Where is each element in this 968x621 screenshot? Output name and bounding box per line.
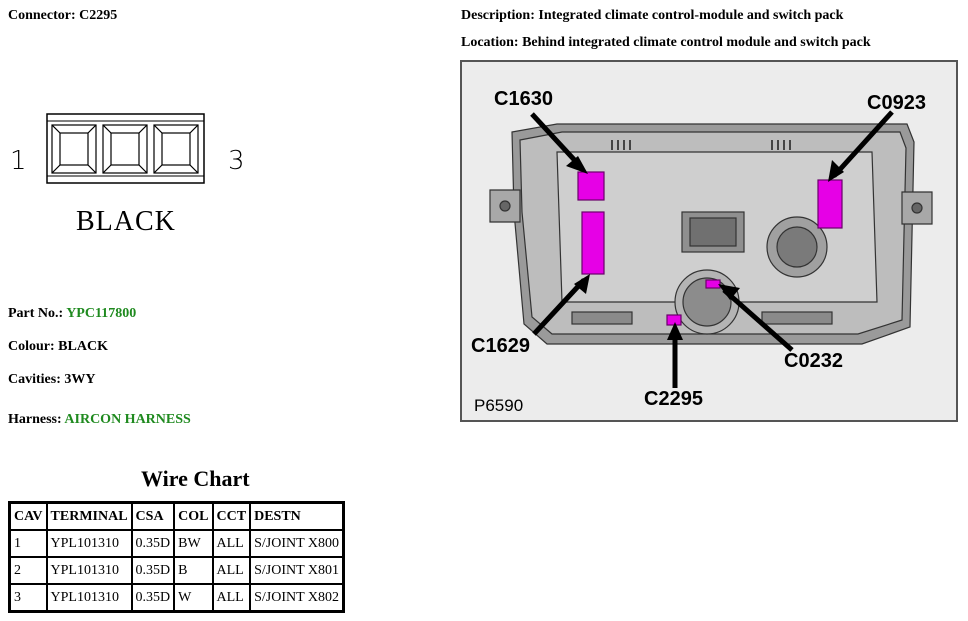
- colour-value: BLACK: [58, 339, 108, 354]
- cell-cct: ALL: [211, 529, 252, 558]
- callout-c0232: C0232: [784, 350, 843, 372]
- header-cct: CCT: [211, 501, 252, 531]
- cavities-label: Cavities:: [8, 372, 61, 387]
- harness-label: Harness:: [8, 412, 62, 427]
- cell-terminal: YPL101310: [45, 583, 133, 613]
- cell-cct: ALL: [211, 556, 252, 585]
- cell-terminal: YPL101310: [45, 556, 133, 585]
- header-csa: CSA: [130, 501, 176, 531]
- cell-col: B: [173, 556, 214, 585]
- cell-col: W: [173, 583, 214, 613]
- figure-id: P6590: [474, 396, 524, 415]
- pin-number-left: 1: [10, 146, 27, 176]
- connector-line: Connector: C2295: [8, 8, 117, 24]
- header-destn: DESTN: [249, 501, 345, 531]
- description-value: Integrated climate control-module and sw…: [538, 8, 844, 23]
- colour-line: Colour: BLACK: [8, 339, 108, 355]
- table-row: 2 YPL101310 0.35D B ALL S/JOINT X801: [8, 556, 345, 585]
- description-line: Description: Integrated climate control-…: [461, 8, 843, 24]
- header-terminal: TERMINAL: [45, 501, 133, 531]
- cell-csa: 0.35D: [130, 583, 176, 613]
- callout-c0923: C0923: [867, 92, 926, 114]
- wire-chart-title: Wire Chart: [141, 466, 250, 491]
- cavities-value: 3WY: [64, 372, 96, 387]
- connector-c0923-highlight: [817, 179, 843, 229]
- callout-c2295: C2295: [644, 388, 703, 410]
- cell-destn: S/JOINT X802: [249, 583, 345, 613]
- cell-csa: 0.35D: [130, 529, 176, 558]
- climate-module-illustration: [489, 110, 933, 388]
- connector-c2295-highlight: [666, 314, 682, 326]
- header-col: COL: [173, 501, 214, 531]
- cell-cct: ALL: [211, 583, 252, 613]
- table-row: 1 YPL101310 0.35D BW ALL S/JOINT X800: [8, 529, 345, 558]
- location-value: Behind integrated climate control module…: [522, 35, 871, 50]
- location-figure: C1630 C0923 C1629 C0232 C2295 P6590: [460, 60, 958, 422]
- description-label: Description:: [461, 8, 535, 23]
- wire-chart-header-row: CAV TERMINAL CSA COL CCT DESTN: [8, 501, 345, 531]
- part-no-link[interactable]: YPC117800: [66, 306, 137, 321]
- connector-c0232-highlight: [705, 279, 721, 289]
- callout-c1629: C1629: [471, 335, 530, 357]
- wire-chart-table: CAV TERMINAL CSA COL CCT DESTN 1 YPL1013…: [8, 501, 345, 613]
- diagram-colour-text: BLACK: [76, 206, 176, 237]
- callout-c1630: C1630: [494, 88, 553, 110]
- cell-terminal: YPL101310: [45, 529, 133, 558]
- connector-c1630-highlight: [577, 171, 605, 201]
- cell-cav: 3: [8, 583, 48, 613]
- cell-cav: 1: [8, 529, 48, 558]
- connector-value: C2295: [79, 8, 118, 23]
- cell-destn: S/JOINT X800: [249, 529, 345, 558]
- harness-line: Harness: AIRCON HARNESS: [8, 412, 191, 428]
- location-label: Location:: [461, 35, 519, 50]
- cell-col: BW: [173, 529, 214, 558]
- connector-face-diagram: [46, 113, 205, 184]
- cell-csa: 0.35D: [130, 556, 176, 585]
- cell-destn: S/JOINT X801: [249, 556, 345, 585]
- pin-number-right: 3: [228, 146, 245, 176]
- table-row: 3 YPL101310 0.35D W ALL S/JOINT X802: [8, 583, 345, 613]
- location-line: Location: Behind integrated climate cont…: [461, 35, 871, 51]
- cell-cav: 2: [8, 556, 48, 585]
- colour-label: Colour:: [8, 339, 55, 354]
- harness-link[interactable]: AIRCON HARNESS: [64, 412, 191, 427]
- header-cav: CAV: [8, 501, 48, 531]
- part-no-line: Part No.: YPC117800: [8, 306, 136, 322]
- part-no-label: Part No.:: [8, 306, 64, 321]
- connector-label: Connector:: [8, 8, 76, 23]
- connector-c1629-highlight: [581, 211, 605, 275]
- cavities-line: Cavities: 3WY: [8, 372, 96, 388]
